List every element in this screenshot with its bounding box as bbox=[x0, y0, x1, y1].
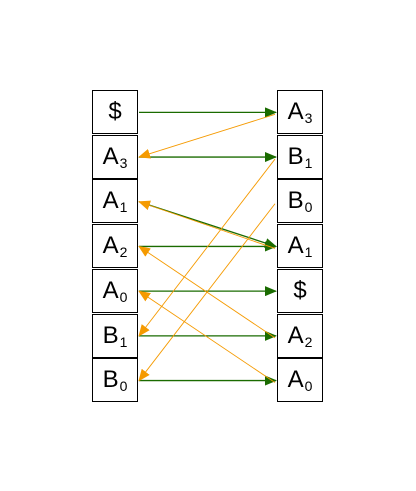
left-cell-label: A bbox=[102, 187, 119, 215]
left-cell-subscript: 0 bbox=[119, 288, 128, 305]
left-cell-label: A bbox=[102, 276, 119, 304]
left-cell-subscript: 0 bbox=[119, 378, 128, 395]
left-cell-label: A bbox=[102, 232, 119, 260]
right-cell-subscript: 2 bbox=[304, 333, 313, 350]
left-cell-subscript: 1 bbox=[119, 333, 128, 350]
right-cell-label: $ bbox=[293, 276, 307, 304]
right-cell-label: A bbox=[287, 98, 304, 125]
right-cell-subscript: 0 bbox=[304, 378, 313, 395]
left-cell-label: $ bbox=[108, 98, 122, 125]
orange-arrow bbox=[138, 245, 276, 339]
orange-arrow bbox=[138, 113, 276, 159]
left-cell-subscript: 2 bbox=[119, 244, 128, 261]
left-cell-0: $ bbox=[92, 90, 138, 134]
left-cell-label: A bbox=[102, 142, 119, 170]
orange-arrow bbox=[138, 158, 276, 337]
right-cell-label: B bbox=[287, 187, 304, 215]
right-cell-label: A bbox=[287, 366, 304, 394]
left-cell-label: B bbox=[102, 366, 119, 394]
right-cell-4: $ bbox=[277, 268, 323, 313]
right-cell-label: A bbox=[287, 232, 304, 260]
left-cell-label: B bbox=[102, 321, 119, 349]
orange-arrow bbox=[138, 200, 276, 249]
left-cell-subscript: 1 bbox=[119, 199, 128, 216]
orange-arrow bbox=[138, 290, 276, 383]
right-cell-subscript: 3 bbox=[304, 110, 313, 126]
right-cell-label: B bbox=[287, 142, 304, 170]
right-cell-subscript: 0 bbox=[304, 199, 313, 216]
right-cell-subscript: 1 bbox=[304, 154, 313, 171]
right-cell-subscript: 1 bbox=[304, 244, 313, 261]
right-cell-label: A bbox=[287, 321, 304, 349]
left-cell-subscript: 3 bbox=[119, 154, 128, 171]
